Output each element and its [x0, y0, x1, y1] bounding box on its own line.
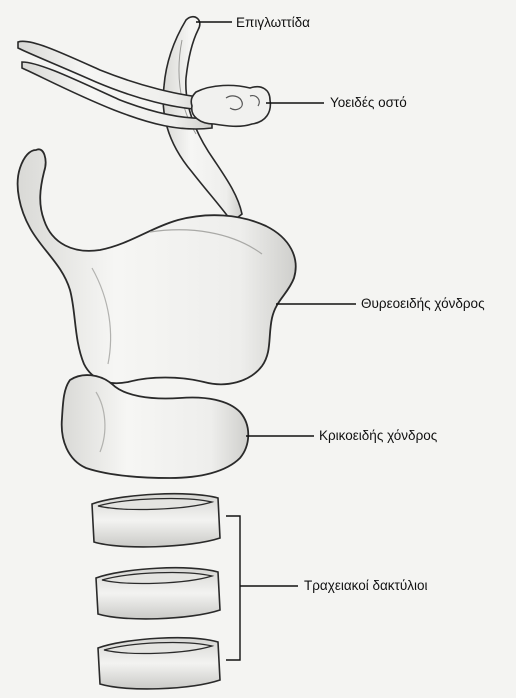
tracheal-bracket [226, 516, 298, 660]
thyroid-cartilage-shape [18, 149, 296, 384]
cricoid-cartilage-shape [62, 375, 249, 478]
label-hyoid-bone: Υοειδές οστό [330, 95, 407, 111]
tracheal-ring-1 [92, 494, 220, 547]
tracheal-ring-2 [96, 568, 220, 619]
tracheal-rings [92, 494, 220, 689]
label-cricoid-cartilage: Κρικοειδής χόνδρος [319, 428, 437, 444]
label-epiglottis: Επιγλωττίδα [236, 15, 310, 31]
tracheal-ring-3 [98, 638, 220, 689]
label-thyroid-cartilage: Θυρεοειδής χόνδρος [361, 296, 485, 312]
label-tracheal-rings: Τραχειακοί δακτύλιοι [304, 578, 428, 594]
